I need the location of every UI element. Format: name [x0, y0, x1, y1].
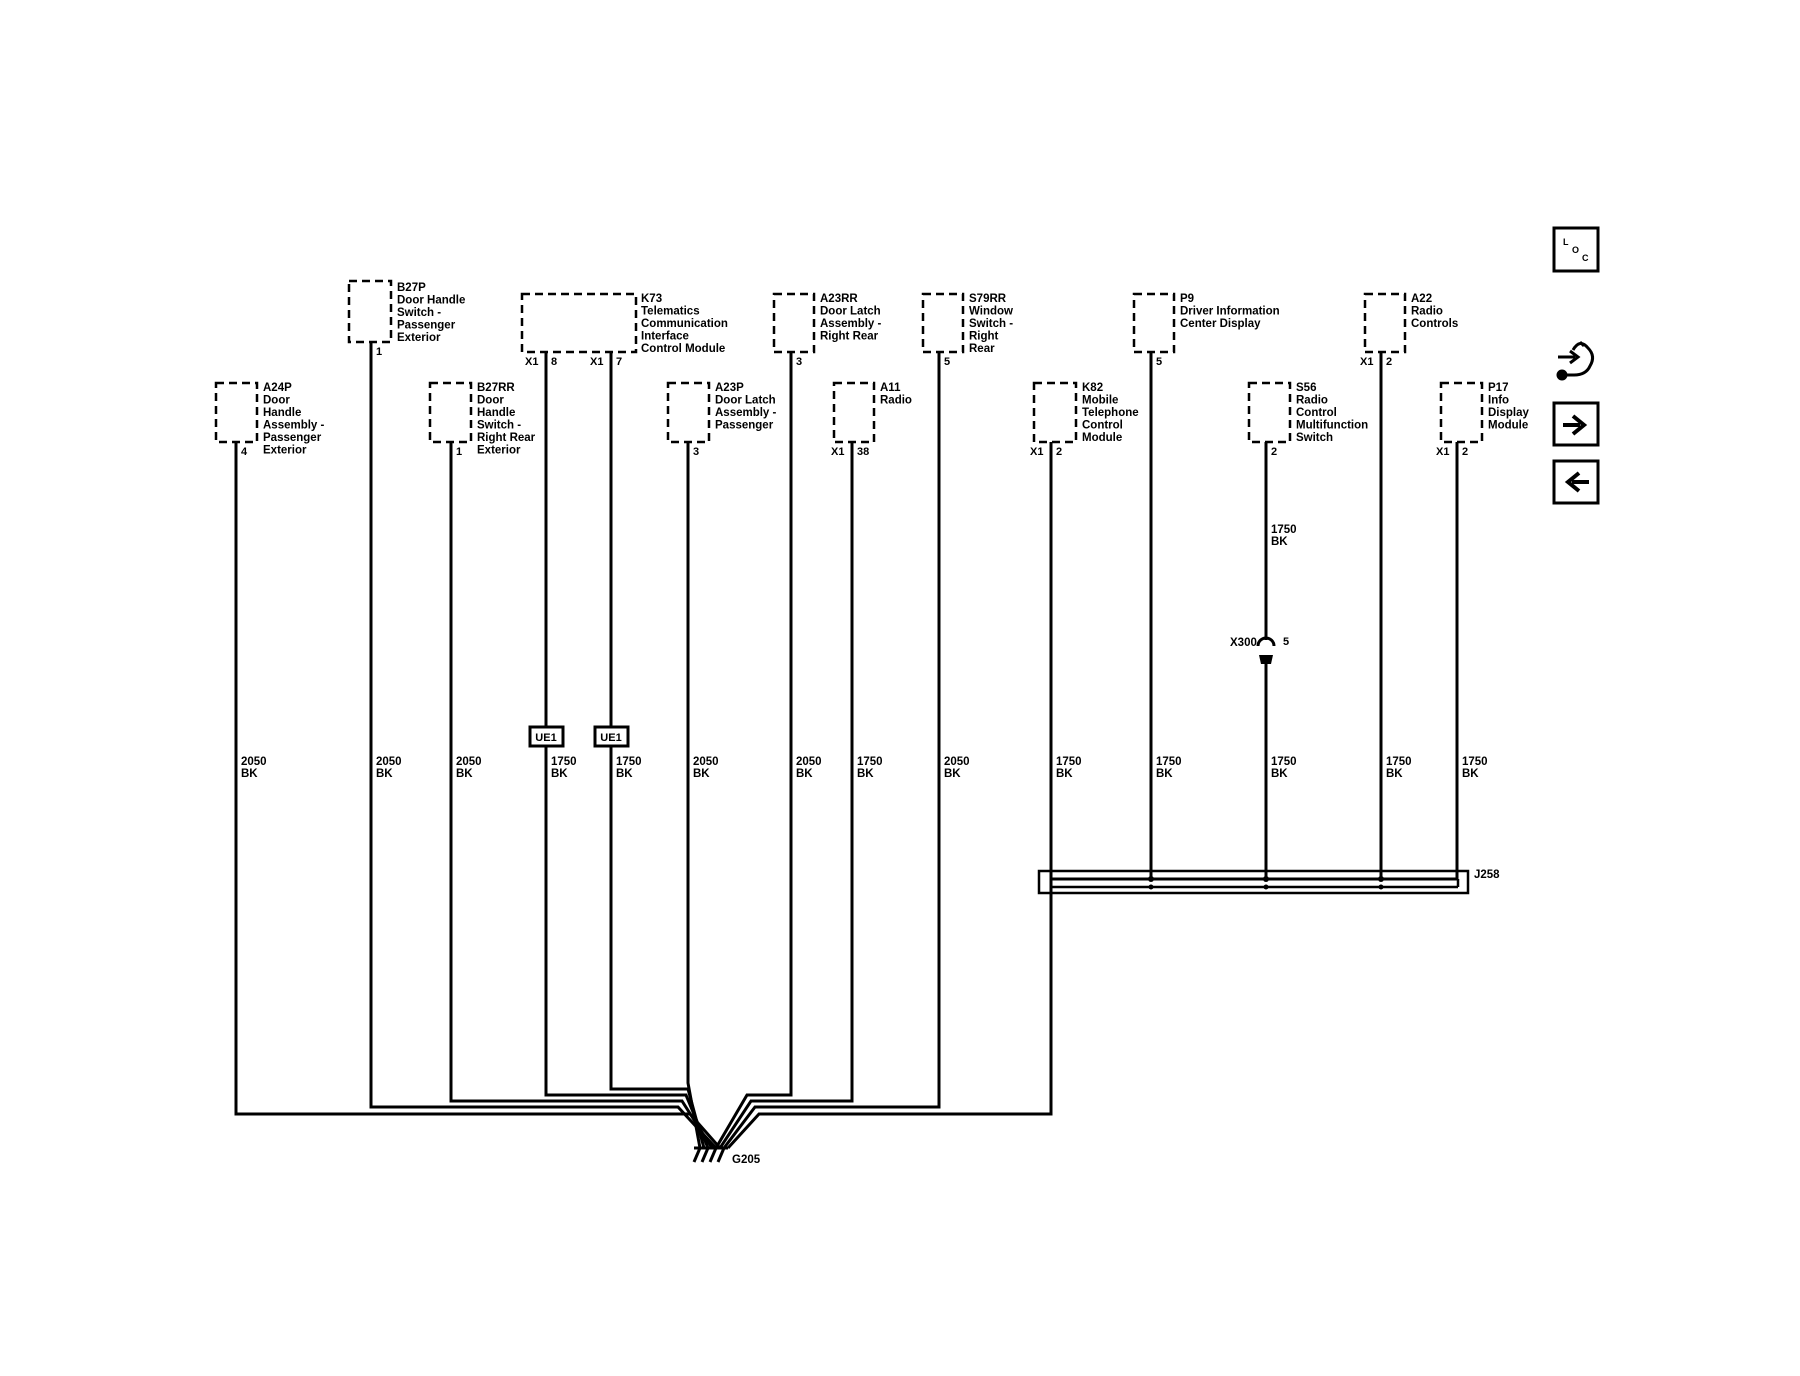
arrow-left-icon[interactable] [1552, 459, 1600, 505]
option-tag-group: UE1 UE1 [528, 725, 630, 748]
pin-p9: 5 [1156, 356, 1162, 368]
component-boxes [214, 279, 1484, 444]
wire-group [234, 342, 1459, 1150]
label-a11: A11 Radio [880, 382, 912, 407]
pin-k73-8: 8 [551, 356, 557, 368]
box-a22[interactable] [1363, 292, 1407, 354]
label-b27rr: B27RR Door Handle Switch - Right Rear Ex… [477, 382, 538, 457]
wire-a11[interactable] [718, 442, 854, 1149]
box-k73[interactable] [520, 292, 638, 354]
wire-k82[interactable] [726, 442, 1053, 1150]
pin-s79rr: 5 [944, 356, 950, 368]
pin-a24p: 4 [241, 446, 248, 458]
component-labels: B27P Door Handle Switch - Passenger Exte… [263, 282, 1532, 457]
ground-label: G205 [732, 1154, 761, 1166]
box-k82[interactable] [1032, 381, 1078, 444]
ground-g205 [692, 1146, 728, 1163]
pin-prefix-k73-7: X1 [590, 356, 603, 368]
option-tag-k73-8: UE1 [535, 732, 556, 744]
connector-icon[interactable] [1556, 340, 1595, 381]
pin-b27p: 1 [376, 346, 382, 358]
inline-connector-x300[interactable]: X300 5 [1230, 636, 1289, 664]
box-s56[interactable] [1247, 381, 1292, 444]
wire-s79rr[interactable] [722, 352, 941, 1149]
label-p9: P9 Driver Information Center Display [1180, 293, 1283, 330]
pin-prefix-k82: X1 [1030, 446, 1043, 458]
splice-pack-label: J258 [1474, 869, 1500, 881]
pin-a22: 2 [1386, 356, 1392, 368]
splice-pack-j258: J258 [1037, 869, 1500, 895]
label-b27p: B27P Door Handle Switch - Passenger Exte… [397, 282, 469, 344]
label-k73: K73 Telematics Communication Interface C… [641, 293, 731, 355]
pin-k73-7: 7 [616, 356, 622, 368]
box-p17[interactable] [1439, 381, 1484, 444]
label-s79rr: S79RR Window Switch - Right Rear [969, 293, 1016, 355]
box-s79rr[interactable] [921, 292, 965, 354]
inline-connector-name: X300 [1230, 637, 1257, 649]
label-p17: P17 Info Display Module [1488, 382, 1532, 432]
loc-icon[interactable]: L O C [1552, 226, 1600, 273]
wire-k73-7[interactable] [609, 352, 706, 1149]
pin-prefix-a22: X1 [1360, 356, 1373, 368]
arrow-right-icon[interactable] [1552, 401, 1600, 447]
pin-k82: 2 [1056, 446, 1062, 458]
box-a11[interactable] [832, 381, 876, 444]
box-b27p[interactable] [347, 279, 393, 344]
pin-s56: 2 [1271, 446, 1277, 458]
pin-labels: 1 X1 8 X1 7 3 5 5 X1 2 4 1 3 X1 38 X1 2 … [241, 346, 1468, 458]
wire-b27rr[interactable] [449, 442, 714, 1149]
option-tag-k73-7: UE1 [600, 732, 621, 744]
pin-prefix-p17: X1 [1436, 446, 1449, 458]
pin-a11: 38 [857, 446, 869, 458]
wire-k73-8[interactable] [544, 352, 710, 1149]
pin-a23p: 3 [693, 446, 699, 458]
wire-a23p[interactable] [686, 442, 702, 1149]
pin-b27rr: 1 [456, 446, 462, 458]
wire-a24p[interactable] [234, 442, 722, 1149]
label-a23p: A23P Door Latch Assembly - Passenger [715, 382, 780, 432]
label-a23rr: A23RR Door Latch Assembly - Right Rear [820, 293, 885, 343]
box-a24p[interactable] [214, 381, 259, 444]
pin-p17: 2 [1462, 446, 1468, 458]
wire-a23rr[interactable] [714, 352, 793, 1149]
box-a23rr[interactable] [772, 292, 816, 354]
pin-prefix-a11: X1 [831, 446, 844, 458]
box-b27rr[interactable] [428, 381, 473, 444]
label-a24p: A24P Door Handle Assembly - Passenger Ex… [263, 382, 328, 457]
box-p9[interactable] [1132, 292, 1176, 354]
svg-text:L: L [1563, 237, 1569, 247]
pin-a23rr: 3 [796, 356, 802, 368]
box-a23p[interactable] [666, 381, 711, 444]
inline-connector-pin: 5 [1283, 636, 1289, 648]
svg-text:O: O [1572, 245, 1579, 255]
label-s56: S56 Radio Control Multifunction Switch [1296, 382, 1371, 444]
label-k82: K82 Mobile Telephone Control Module [1082, 382, 1142, 444]
pin-prefix-k73-8: X1 [525, 356, 538, 368]
svg-text:C: C [1582, 253, 1589, 263]
label-a22: A22 Radio Controls [1411, 293, 1458, 330]
